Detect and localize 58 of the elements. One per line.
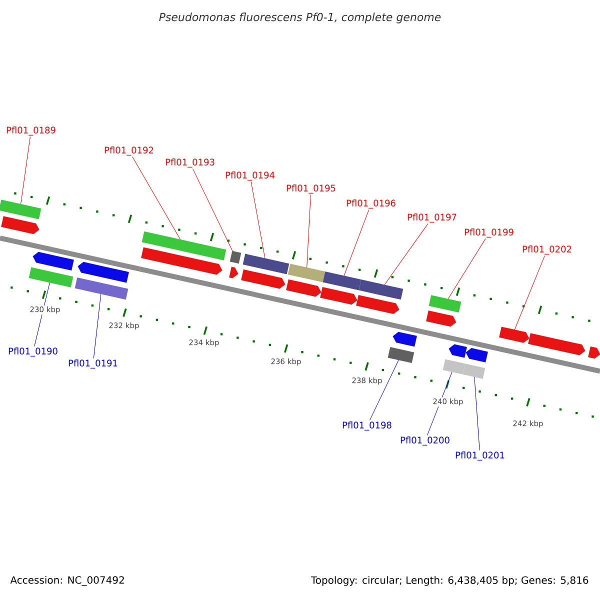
footer-text: Topology: circular; Length: 6,438,405 bp; Genes: 5,816 [310, 576, 588, 586]
gene-label: Pfl01_0196 [346, 200, 396, 208]
gene-label: Pfl01_0195 [286, 184, 336, 194]
gene-label: Pfl01_0202 [522, 246, 572, 254]
leader-line [132, 156, 180, 240]
leader-line [384, 223, 428, 285]
gene-block [388, 347, 414, 364]
gene-block [462, 364, 486, 379]
gene-feature [286, 279, 322, 297]
gene-block [442, 359, 466, 374]
leader-line [514, 255, 545, 330]
gene-feature [588, 346, 600, 359]
leader-line [369, 360, 399, 421]
gene-feature [229, 266, 238, 278]
gene-label: Pfl01_0192 [104, 146, 154, 156]
gene-feature [448, 344, 467, 358]
gene-feature [528, 333, 586, 356]
gene-feature [1, 216, 40, 234]
gene-label: Pfl01_0199 [464, 228, 514, 238]
leader-line [474, 376, 480, 451]
gene-block [28, 267, 74, 288]
gene-block [242, 254, 290, 274]
gene-feature [466, 348, 488, 362]
gene-feature [241, 269, 286, 289]
gene-label: Pfl01_0193 [166, 158, 214, 168]
gene-block [428, 295, 462, 312]
gene-feature [426, 310, 456, 327]
gene-block [230, 250, 242, 264]
gene-block [358, 280, 404, 300]
gene-block [0, 200, 42, 220]
leader-line [250, 181, 266, 258]
gene-label: Pfl01_0194 [226, 172, 274, 180]
leader-line [306, 194, 311, 268]
gene-block [322, 272, 362, 290]
gene-label: Pfl01_0197 [408, 214, 456, 222]
gene-feature [392, 332, 417, 347]
footer-text: Accession: NC_007492 [10, 576, 124, 586]
gene-label: Pfl01_0189 [6, 126, 56, 136]
gene-label: Pfl01_0191 [68, 360, 118, 368]
gene-label: Pfl01_0201 [456, 452, 504, 460]
leader-line [192, 168, 233, 252]
title: Pseudomonas fluorescens Pf0-1, complete genome [159, 12, 441, 24]
leader-line [20, 136, 30, 204]
gene-label: Pfl01_0198 [342, 422, 392, 430]
gene-block [288, 264, 326, 282]
gene-feature [141, 247, 222, 275]
gene-feature [320, 286, 358, 305]
gene-feature [32, 252, 74, 271]
gene-block [74, 278, 128, 300]
gene-label: Pfl01_0200 [400, 436, 450, 446]
gene-feature [499, 326, 530, 343]
gene-label: Pfl01_0190 [8, 348, 58, 356]
gene-feature [78, 262, 129, 283]
leader-line [93, 294, 102, 359]
leader-line [448, 238, 486, 300]
leader-line [344, 209, 370, 276]
gene-feature [356, 294, 400, 314]
gene-block [142, 231, 226, 260]
